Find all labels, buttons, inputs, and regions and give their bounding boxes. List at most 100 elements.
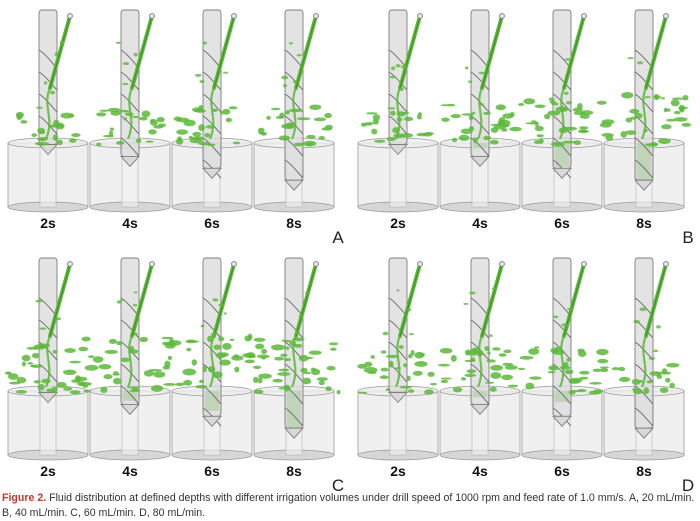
fluid-droplet xyxy=(64,348,76,354)
fluid-droplet xyxy=(439,347,453,354)
fluid-droplet xyxy=(107,107,121,113)
fluid-droplet xyxy=(15,111,24,118)
fluid-droplet xyxy=(143,370,154,377)
fluid-droplet xyxy=(621,91,634,99)
fluid-droplet xyxy=(54,52,59,57)
fluid-droplet xyxy=(379,375,389,380)
fluid-droplet xyxy=(293,142,304,147)
fluid-droplet xyxy=(618,376,631,383)
fluid-droplet xyxy=(399,385,412,389)
drill-flutes xyxy=(388,49,408,135)
irrigation-needle-edge xyxy=(131,15,153,89)
fluid-droplet xyxy=(357,391,368,394)
fluid-droplet xyxy=(565,100,573,105)
fluid-droplet xyxy=(6,371,11,375)
fluid-droplet xyxy=(486,359,496,363)
fluid-stream xyxy=(208,87,216,140)
fluid-droplet xyxy=(636,61,644,65)
fluid-droplet xyxy=(398,345,404,350)
fluid-droplet xyxy=(646,380,653,384)
fluid-stream xyxy=(558,87,566,140)
fluid-droplet xyxy=(463,302,469,305)
needle-tip xyxy=(313,13,319,19)
drill-tip xyxy=(633,427,655,439)
frame-2s xyxy=(4,257,97,461)
fluid-droplet xyxy=(153,124,164,129)
fluid-droplet xyxy=(441,117,450,122)
fluid-droplet xyxy=(528,348,540,355)
irrigation-needle-edge xyxy=(645,15,667,89)
fluid-droplet xyxy=(639,307,647,312)
fluid-droplet xyxy=(389,75,397,79)
drill-tip xyxy=(119,403,141,416)
fluid-droplet xyxy=(39,327,47,330)
fluid-droplet xyxy=(629,108,640,114)
fluid-droplet xyxy=(132,332,138,336)
fluid-droplet xyxy=(31,133,38,138)
drill-tip xyxy=(469,155,491,168)
drill-tip xyxy=(633,179,655,191)
fluid-stream xyxy=(476,335,484,388)
fluid-droplet xyxy=(326,366,336,371)
fluid-droplet xyxy=(484,346,490,351)
fluid-droplet xyxy=(464,373,477,378)
time-label: 6s xyxy=(554,463,570,479)
fluid-droplet xyxy=(577,388,587,393)
fluid-droplet xyxy=(37,384,45,391)
fluid-droplet xyxy=(109,127,114,131)
fluid-droplet xyxy=(318,136,326,140)
fluid-droplet xyxy=(544,113,551,120)
drill-flutes xyxy=(388,297,408,383)
fluid-droplet xyxy=(568,389,576,395)
fluid-droplet xyxy=(293,80,298,84)
fluid-droplet xyxy=(120,298,124,302)
fluid-droplet xyxy=(266,115,271,120)
fluid-droplet xyxy=(252,365,262,370)
drill-tip xyxy=(387,144,409,156)
fluid-droplet xyxy=(643,128,648,133)
fluid-droplet xyxy=(141,110,151,118)
fluid-droplet xyxy=(210,332,217,336)
fluid-droplet xyxy=(53,119,60,127)
fluid-droplet xyxy=(46,388,56,393)
fluid-droplet xyxy=(406,308,412,312)
fluid-droplet xyxy=(404,116,414,122)
fluid-droplet xyxy=(199,79,205,84)
drill-shaft xyxy=(552,257,572,417)
fluid-droplet xyxy=(219,359,231,366)
fluid-droplet xyxy=(192,131,202,137)
fluid-droplet xyxy=(176,129,189,135)
fluid-droplet xyxy=(681,122,692,127)
needle-tip xyxy=(67,13,73,19)
fluid-droplet xyxy=(182,368,197,376)
fluid-droplet xyxy=(682,95,689,101)
needle-tip xyxy=(663,261,669,267)
fluid-droplet xyxy=(596,100,607,105)
panel-illustration xyxy=(357,9,692,213)
fluid-droplet xyxy=(56,381,67,388)
needle-tip xyxy=(67,261,73,267)
fluid-droplet xyxy=(119,109,130,113)
fluid-droplet xyxy=(406,375,411,382)
fluid-droplet xyxy=(124,112,134,117)
fluid-droplet xyxy=(424,389,434,395)
fluid-droplet xyxy=(336,389,341,395)
fluid-droplet xyxy=(104,349,118,354)
fluid-droplet xyxy=(548,365,559,371)
fluid-droplet xyxy=(200,324,205,328)
fluid-droplet xyxy=(573,140,582,146)
fluid-droplet xyxy=(205,125,216,129)
panel-letter: C xyxy=(331,476,345,495)
fluid-droplet xyxy=(135,138,142,143)
fluid-droplet xyxy=(487,351,491,355)
fluid-stream xyxy=(640,335,648,388)
fluid-droplet xyxy=(517,367,526,371)
fluid-droplet xyxy=(509,126,522,132)
fluid-droplet xyxy=(547,371,556,374)
fluid-droplet xyxy=(451,137,458,143)
fluid-droplet xyxy=(175,138,184,145)
fluid-droplet xyxy=(41,378,51,384)
fluid-droplet xyxy=(357,363,367,369)
fluid-droplet xyxy=(552,315,559,319)
fluid-droplet xyxy=(328,342,339,346)
